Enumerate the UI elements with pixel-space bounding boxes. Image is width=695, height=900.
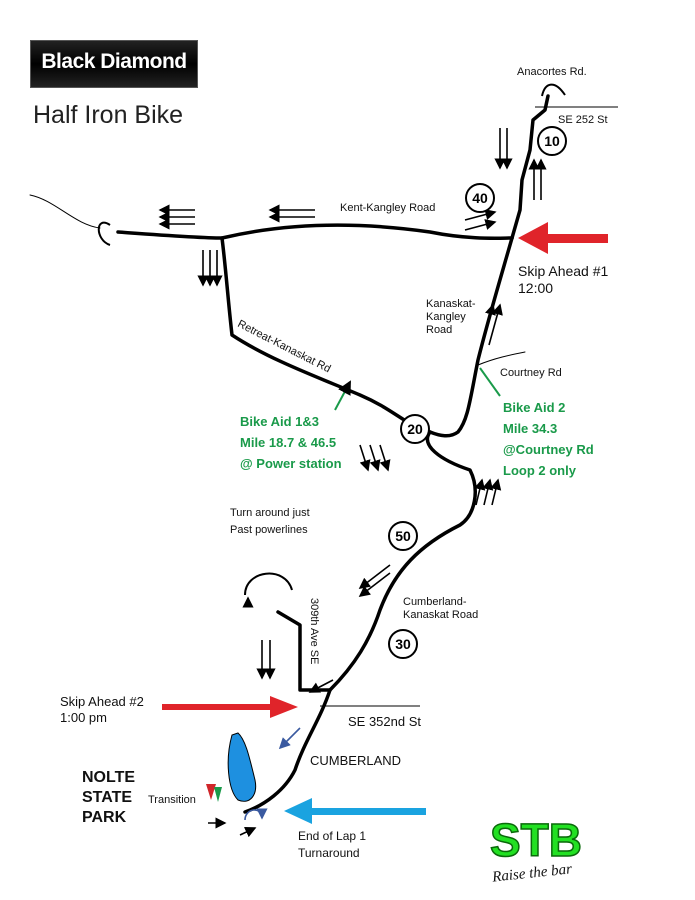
road-se252: SE 252 St (558, 114, 608, 126)
lake (227, 732, 257, 802)
mile-marker-10: 10 (537, 126, 567, 156)
road-courtney: Courtney Rd (500, 367, 562, 379)
road-309th: 309th Ave SE (308, 598, 320, 665)
place-cumberland: CUMBERLAND (310, 753, 402, 768)
transition-label: Transition (148, 794, 196, 806)
road-anacortes: Anacortes Rd. (517, 66, 587, 78)
stb-logo-letters: STB (490, 814, 582, 866)
mile-marker-50: 50 (388, 521, 418, 551)
end-of-lap-arrow (284, 798, 426, 824)
route-lines (29, 94, 550, 814)
mile-marker-20: 20 (400, 414, 430, 444)
road-se352: SE 352nd St (348, 714, 421, 729)
direction-arrows (158, 128, 547, 838)
skip-ahead-2-arrow (162, 696, 298, 718)
skip-ahead-1-arrow (518, 222, 608, 254)
road-cumberland-kanaskat: Cumberland-Kanaskat Road (403, 596, 479, 621)
stb-logo: STB Raise the bar (489, 813, 583, 884)
logo-text: Black Diamond (41, 50, 187, 73)
road-kent-kangley: Kent-Kangley Road (340, 202, 436, 214)
black-diamond-logo: Black Diamond (30, 40, 198, 88)
mile-marker-40: 40 (465, 183, 495, 213)
page-title: Half Iron Bike (33, 101, 184, 129)
mile-marker-30: 30 (388, 629, 418, 659)
stb-tagline: Raise the bar (490, 861, 572, 884)
